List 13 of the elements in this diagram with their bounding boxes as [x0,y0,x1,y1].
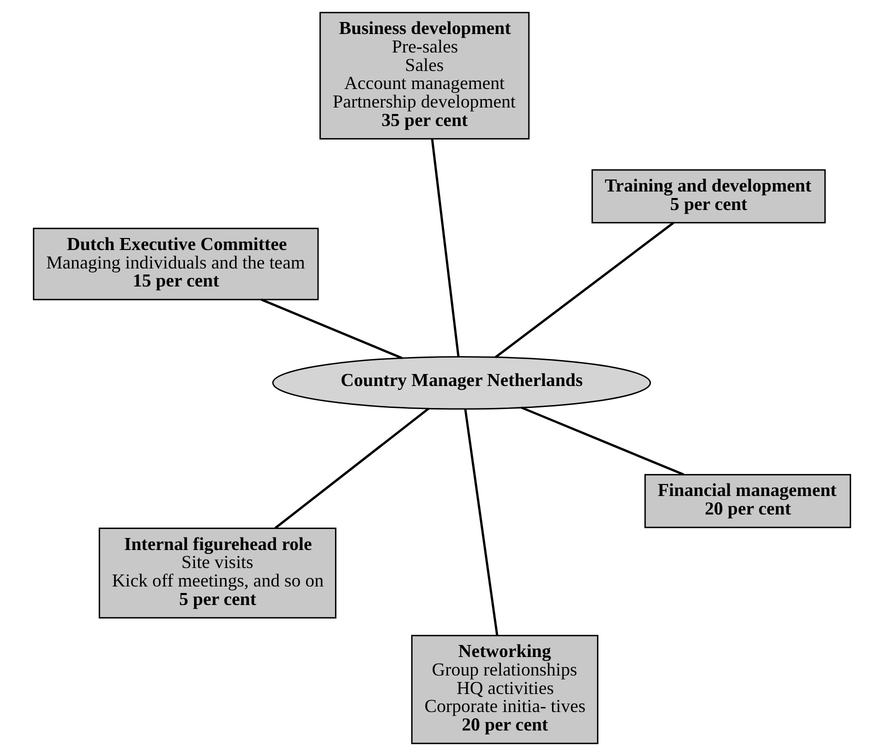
node-box: Networking Group relationships HQ activities Corporate initia- tives 20 per cent [410,634,598,744]
connector [274,408,429,530]
node-box: Business development Pre-sales Sales Account management Partnership development 35 per cent [318,12,530,140]
connector [464,408,498,636]
connector [494,222,674,358]
node-box: Internal figurehead role Site visits Kick off meetings, and so on 5 per cent [98,528,336,618]
connector [430,138,460,357]
connector [260,298,402,360]
node-ellipse: Country Manager Netherlands [272,356,650,410]
node-box: Dutch Executive Committee Managing individuals and the team 15 per cent [32,228,318,300]
node-box: Training and development 5 per cent [591,169,826,224]
connector [520,406,684,476]
node-box: Financial management 20 per cent [644,474,851,528]
